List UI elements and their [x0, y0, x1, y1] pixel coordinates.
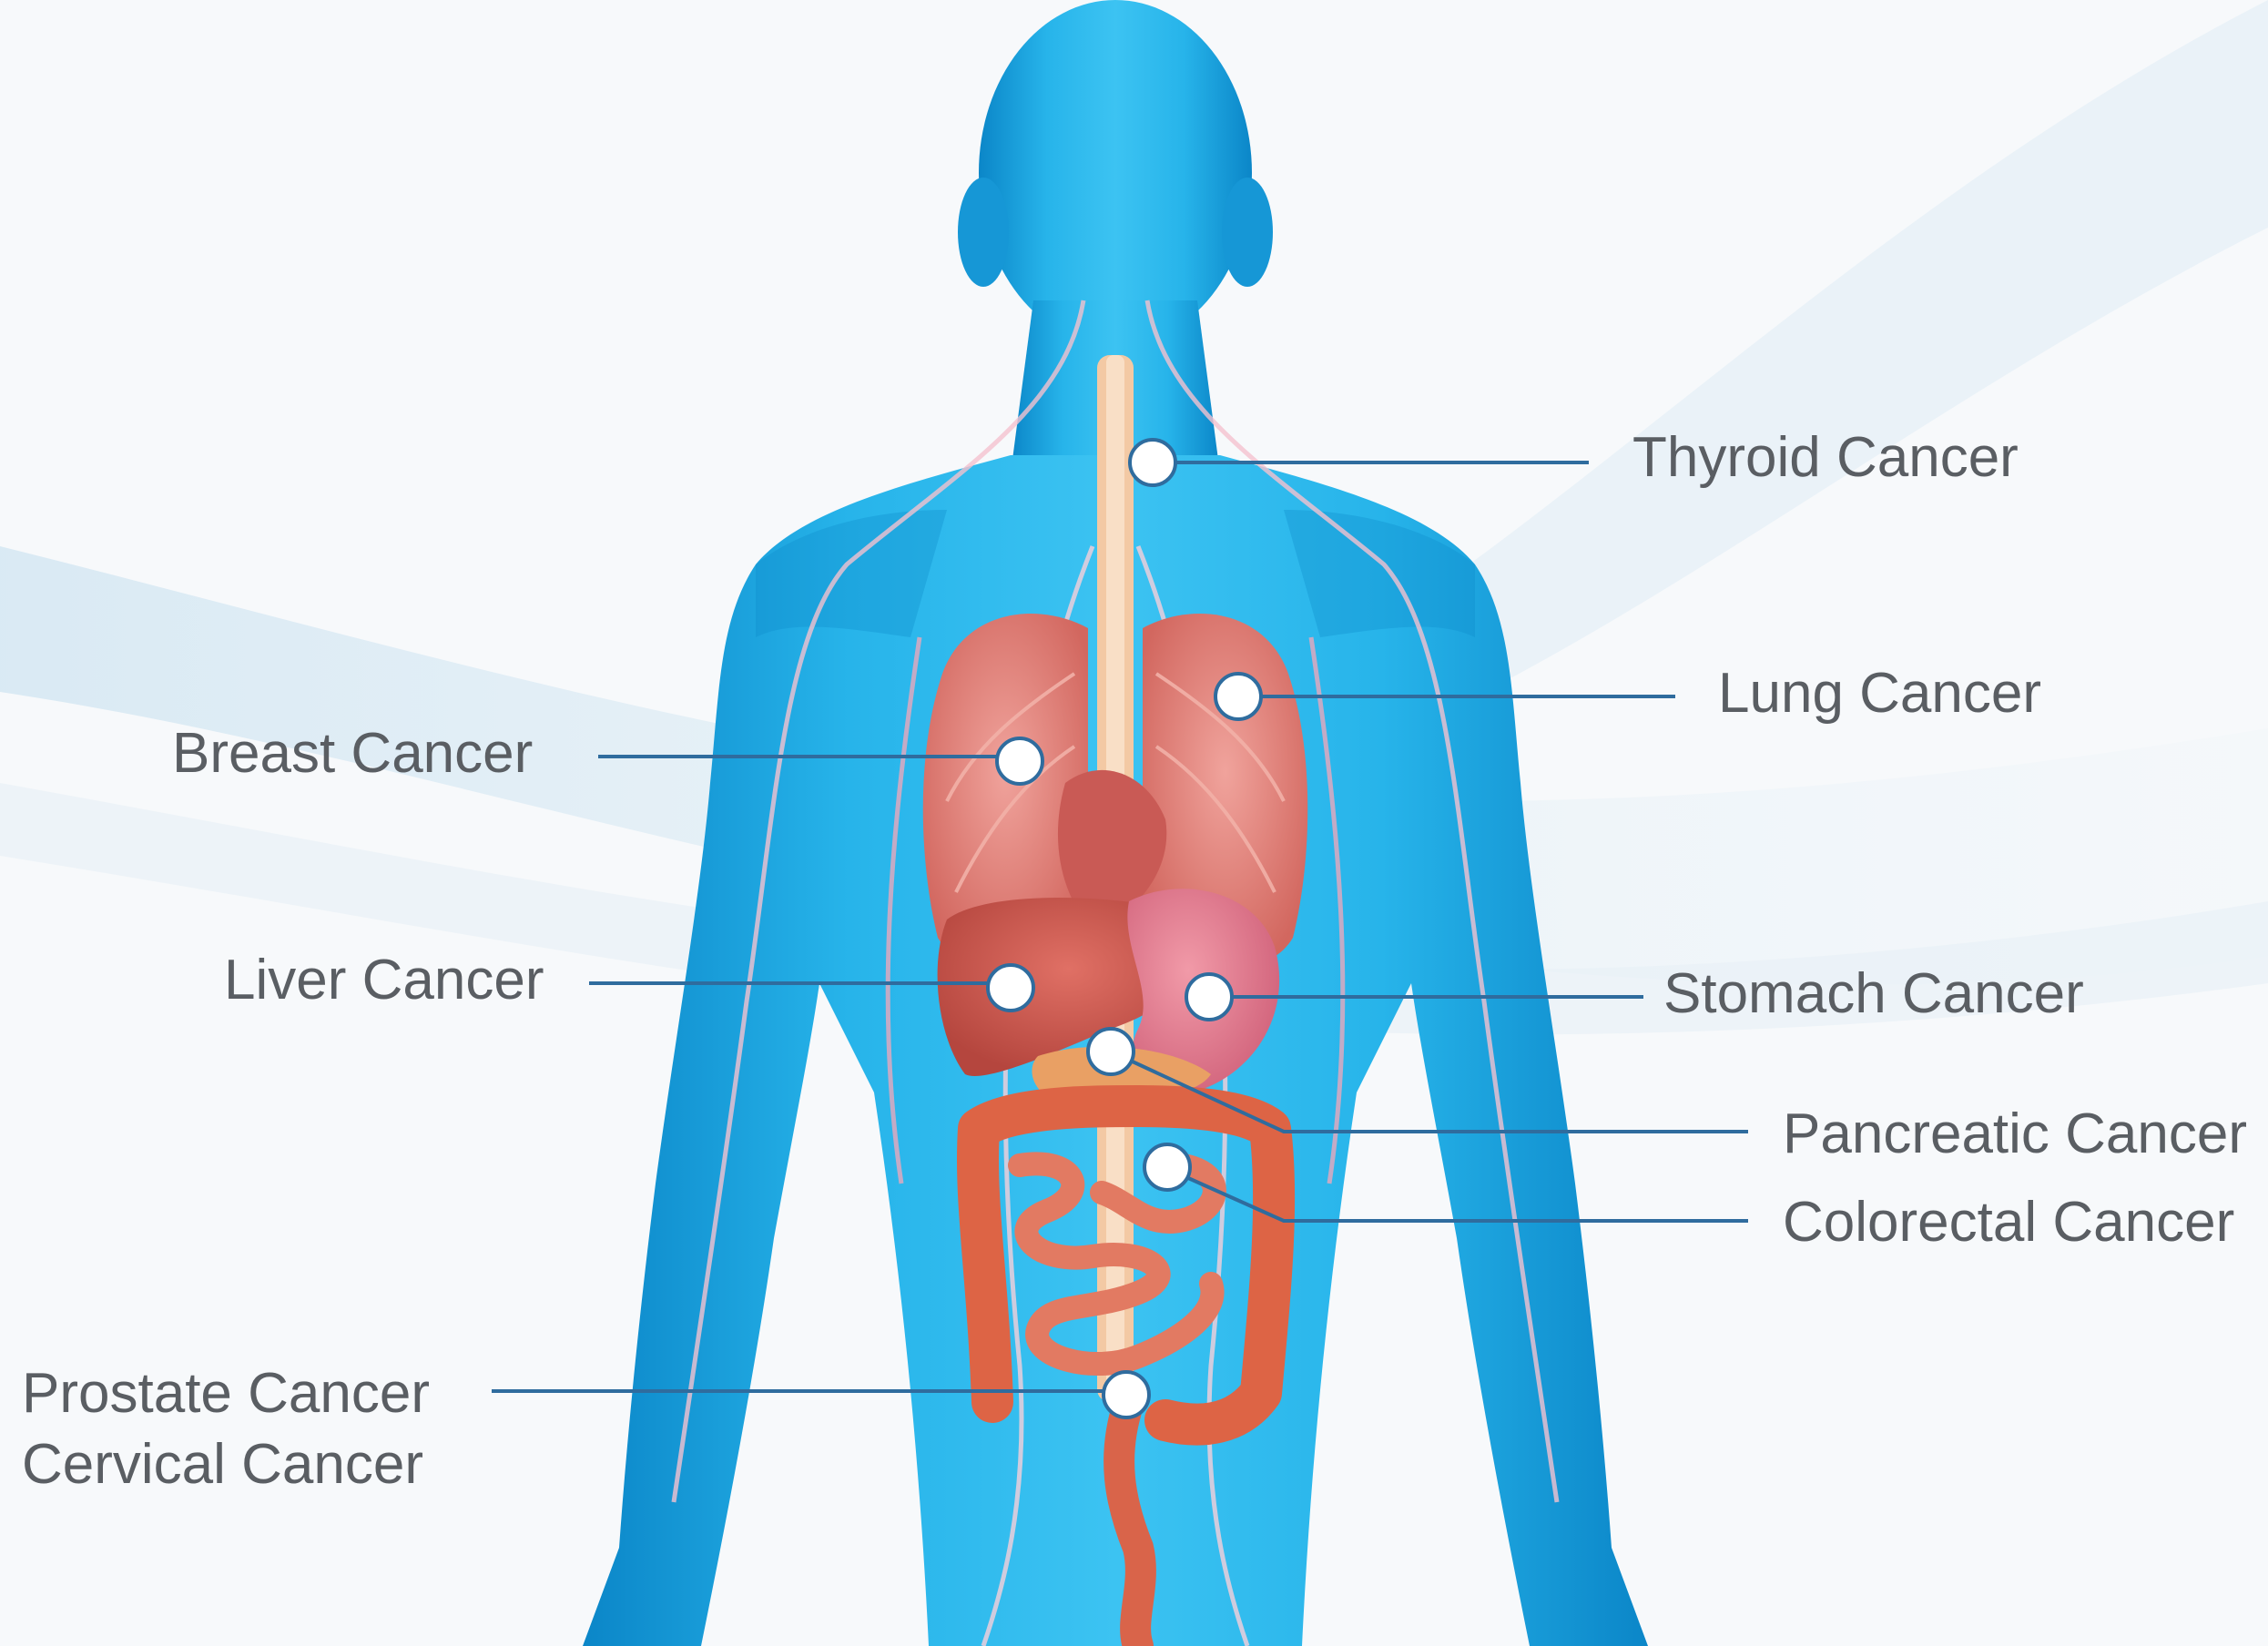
label-pancreatic-cancer[interactable]: Pancreatic Cancer	[1783, 1106, 2247, 1163]
label-stomach-cancer[interactable]: Stomach Cancer	[1663, 966, 2084, 1022]
label-lung-cancer[interactable]: Lung Cancer	[1718, 666, 2041, 722]
marker-liver[interactable]	[988, 965, 1033, 1011]
marker-colorectal[interactable]	[1144, 1144, 1190, 1190]
label-cervical-cancer[interactable]: Cervical Cancer	[22, 1437, 423, 1493]
label-prostate-cancer[interactable]: Prostate Cancer	[22, 1366, 430, 1422]
marker-pancreatic[interactable]	[1088, 1029, 1134, 1074]
label-colorectal-cancer[interactable]: Colorectal Cancer	[1783, 1194, 2234, 1251]
marker-prostate-cervical[interactable]	[1103, 1372, 1149, 1417]
marker-lung[interactable]	[1215, 674, 1261, 719]
marker-thyroid[interactable]	[1130, 440, 1175, 485]
marker-breast[interactable]	[997, 738, 1042, 784]
label-breast-cancer[interactable]: Breast Cancer	[172, 726, 533, 782]
label-thyroid-cancer[interactable]: Thyroid Cancer	[1632, 430, 2019, 486]
marker-stomach[interactable]	[1186, 974, 1232, 1020]
label-liver-cancer[interactable]: Liver Cancer	[224, 952, 544, 1009]
